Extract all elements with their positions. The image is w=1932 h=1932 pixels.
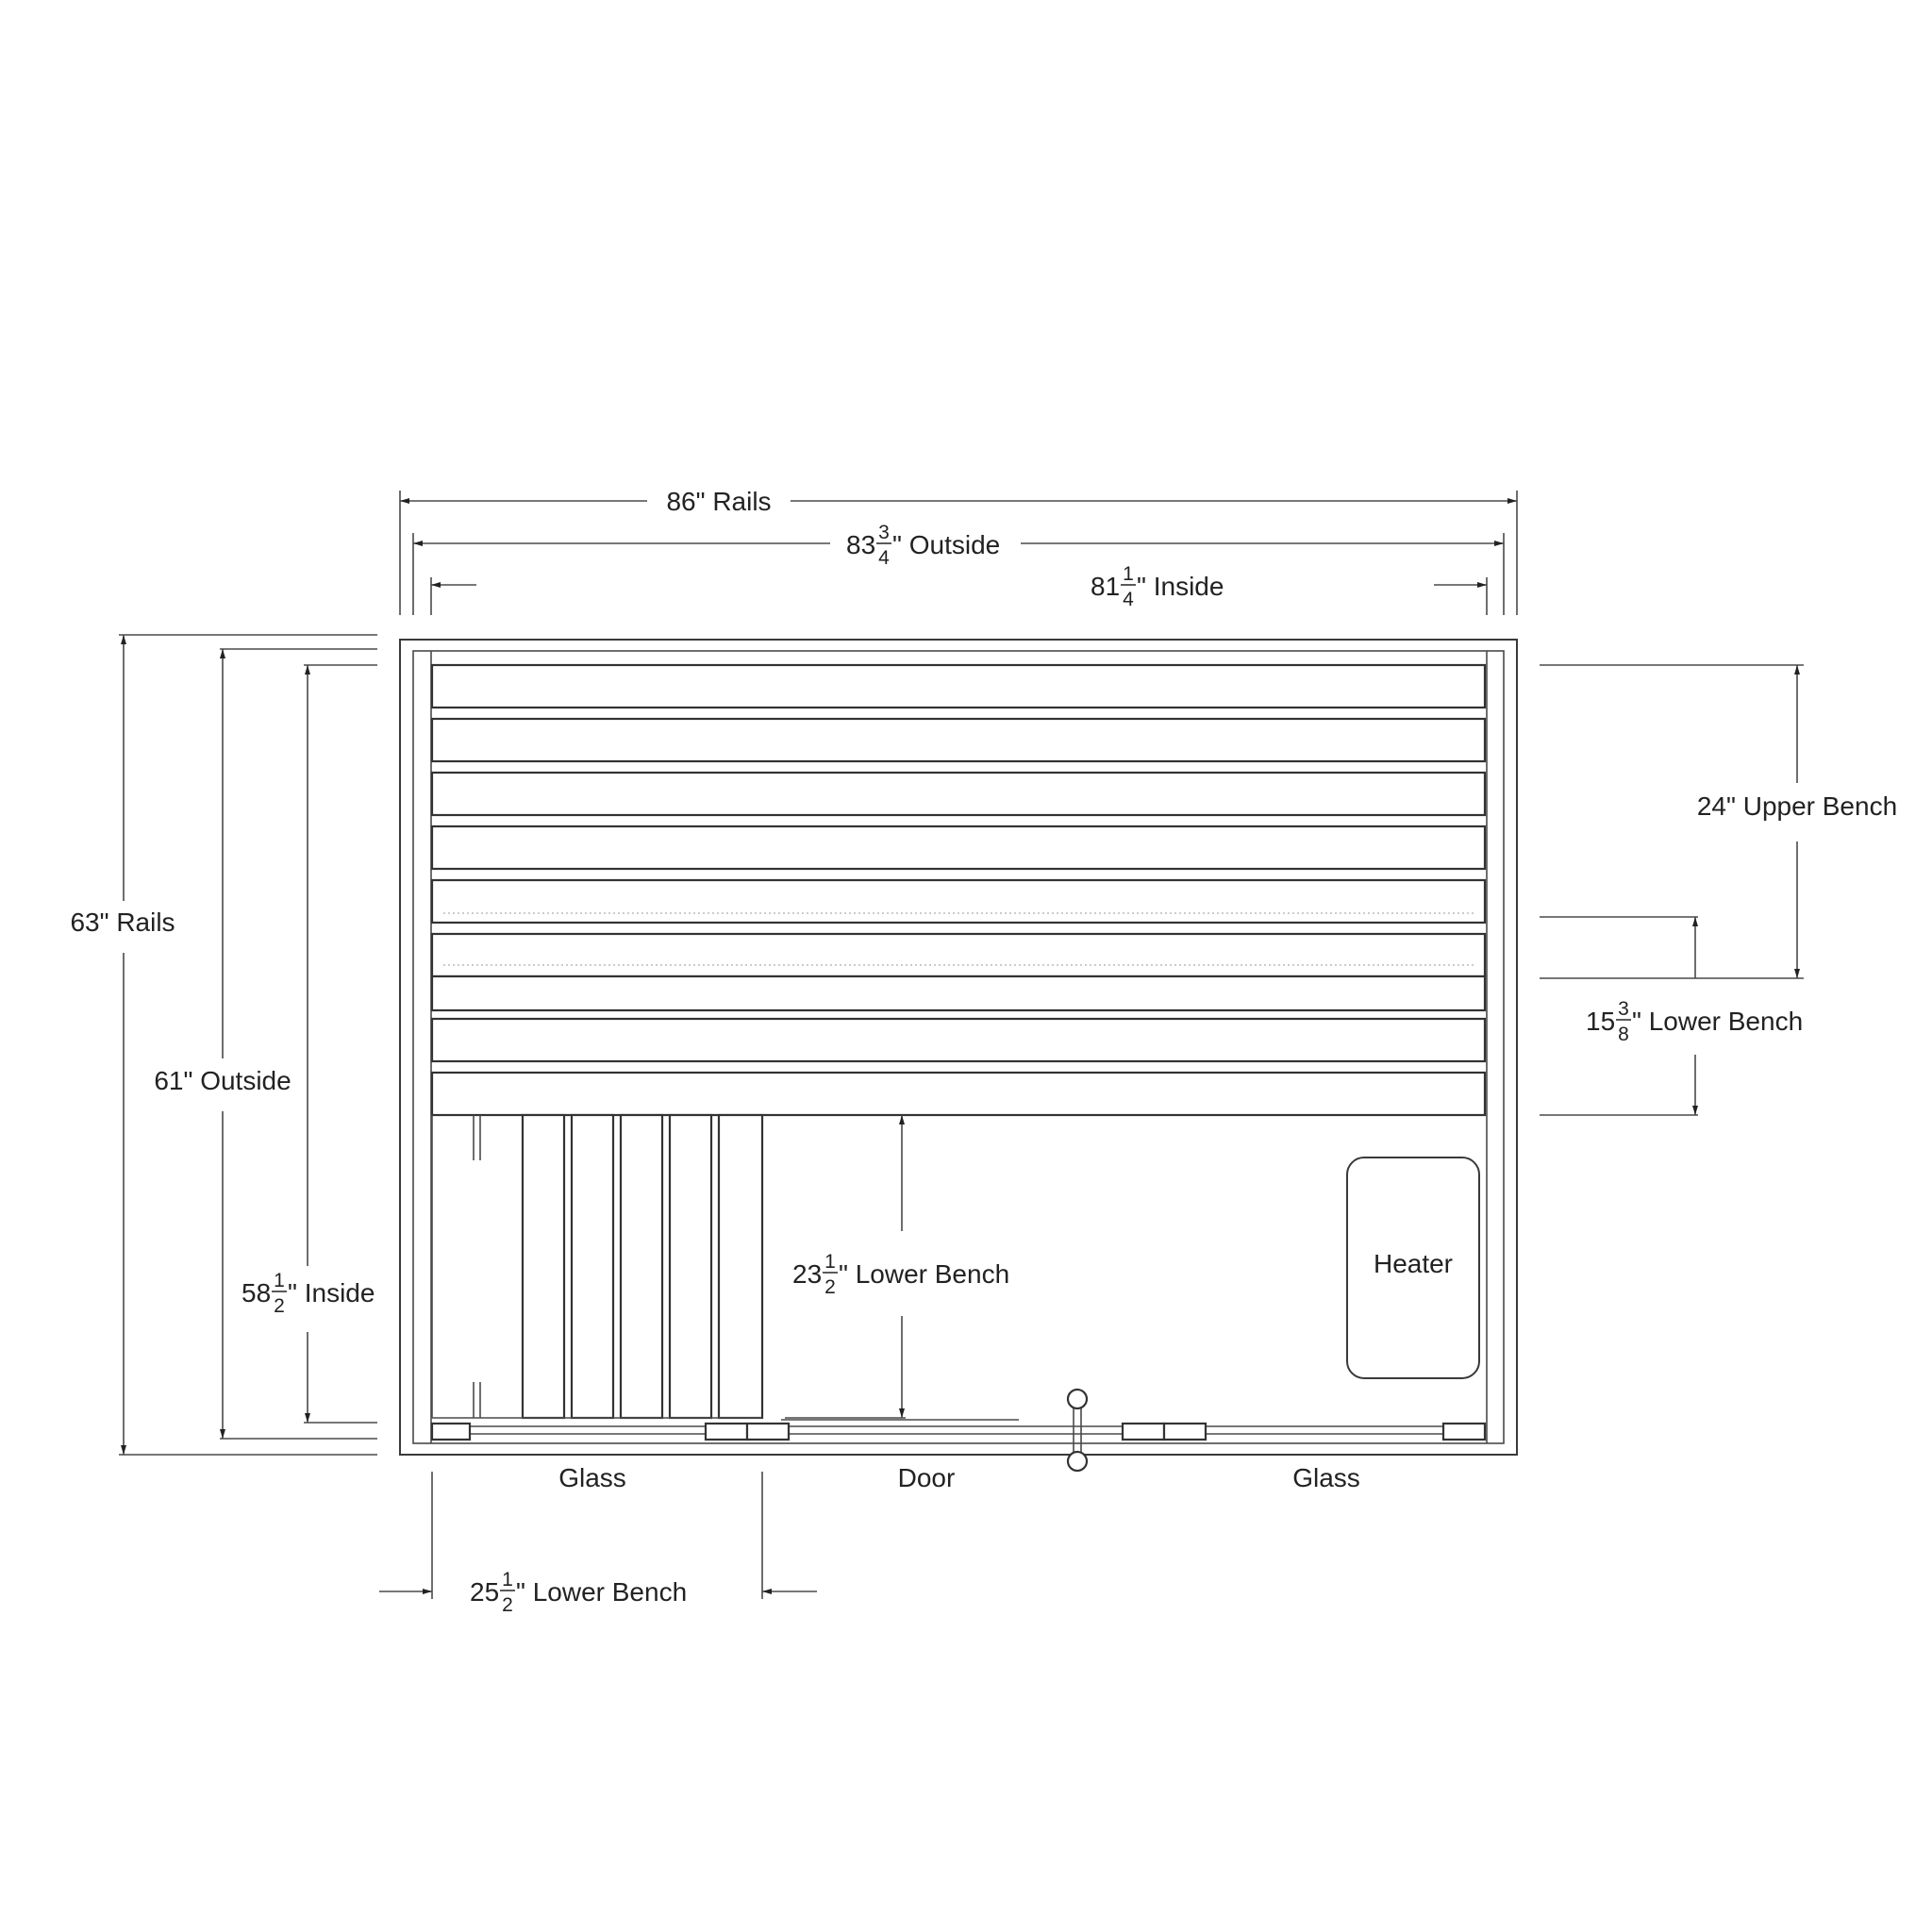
door-handle	[1066, 1388, 1089, 1473]
svg-text:61" Outside: 61" Outside	[154, 1066, 291, 1095]
upper-bench-slat	[430, 717, 1487, 763]
front-wall	[430, 1388, 1487, 1473]
svg-text:63" Rails: 63" Rails	[70, 908, 175, 937]
glass-right-label: Glass	[1292, 1463, 1360, 1492]
svg-text:2: 2	[824, 1276, 836, 1298]
dim-top-inside: 81 1 4 " Inside	[431, 563, 1487, 610]
lower-bench-slat	[430, 1071, 1487, 1117]
svg-text:" Inside: " Inside	[1137, 572, 1224, 601]
upper-bench-slat	[430, 824, 1487, 871]
heater-label: Heater	[1374, 1249, 1453, 1278]
upper-bench-slat	[430, 878, 1487, 924]
lower-bench	[430, 974, 1487, 1117]
door-label: Door	[898, 1463, 956, 1492]
dim-left-inside: 58 1 2 " Inside	[242, 665, 375, 1423]
svg-text:1: 1	[274, 1270, 285, 1291]
svg-text:" Lower Bench: " Lower Bench	[1632, 1007, 1803, 1036]
svg-text:58: 58	[242, 1278, 271, 1307]
side-bench-slat	[619, 1113, 664, 1420]
svg-text:" Outside: " Outside	[892, 530, 1000, 559]
dim-top-outside: 83 3 4 " Outside	[413, 522, 1504, 569]
svg-text:15: 15	[1586, 1007, 1615, 1036]
svg-text:3: 3	[1618, 998, 1629, 1020]
lower-bench-slat	[430, 974, 1487, 1012]
upper-bench	[430, 663, 1487, 978]
svg-text:23: 23	[792, 1259, 822, 1289]
svg-text:1: 1	[1123, 563, 1134, 585]
side-bench-slat	[717, 1113, 764, 1420]
glass-clamp	[1441, 1422, 1487, 1441]
svg-text:83: 83	[846, 530, 875, 559]
upper-bench-slat	[430, 932, 1487, 978]
glass-clamp	[704, 1422, 749, 1441]
upper-bench-slat	[430, 771, 1487, 817]
svg-text:2: 2	[502, 1594, 513, 1616]
dim-center-lower-bench: 23 1 2 " Lower Bench	[785, 1115, 1009, 1419]
dim-right-lower-bench: 15 3 8 " Lower Bench	[1586, 917, 1803, 1115]
dim-bottom-lower-bench: 25 1 2 " Lower Bench	[379, 1472, 817, 1616]
upper-bench-slat	[430, 663, 1487, 709]
svg-text:3: 3	[878, 522, 890, 543]
svg-text:24" Upper Bench: 24" Upper Bench	[1697, 791, 1897, 821]
svg-text:81: 81	[1091, 572, 1120, 601]
side-lower-bench	[431, 1113, 764, 1420]
side-bench-slat	[521, 1113, 566, 1420]
svg-text:25: 25	[470, 1577, 499, 1607]
dim-left-rails: 63" Rails	[70, 635, 175, 1455]
outside-wall-frame	[412, 650, 1505, 1444]
door-hinge	[1121, 1422, 1166, 1441]
outer-rail-frame	[399, 639, 1518, 1456]
glass-clamp	[1162, 1422, 1208, 1441]
svg-text:" Lower Bench: " Lower Bench	[516, 1577, 687, 1607]
lower-bench-slat	[430, 1017, 1487, 1063]
side-bench-slat	[570, 1113, 615, 1420]
glass-clamp	[430, 1422, 472, 1441]
svg-text:8: 8	[1618, 1024, 1629, 1045]
heater	[1346, 1157, 1480, 1379]
svg-text:1: 1	[502, 1569, 513, 1591]
dim-top-rails: 86" Rails	[400, 487, 1517, 516]
svg-text:1: 1	[824, 1251, 836, 1273]
svg-text:4: 4	[878, 547, 890, 569]
side-bench-slat	[668, 1113, 713, 1420]
svg-text:" Lower Bench: " Lower Bench	[839, 1259, 1009, 1289]
door-hinge	[745, 1422, 791, 1441]
svg-text:2: 2	[274, 1295, 285, 1317]
svg-text:4: 4	[1123, 589, 1134, 610]
svg-text:86" Rails: 86" Rails	[666, 487, 771, 516]
dim-left-outside: 61" Outside	[154, 649, 291, 1439]
svg-text:" Inside: " Inside	[288, 1278, 375, 1307]
glass-left-label: Glass	[558, 1463, 626, 1492]
dim-right-upper-bench: 24" Upper Bench	[1697, 665, 1897, 978]
